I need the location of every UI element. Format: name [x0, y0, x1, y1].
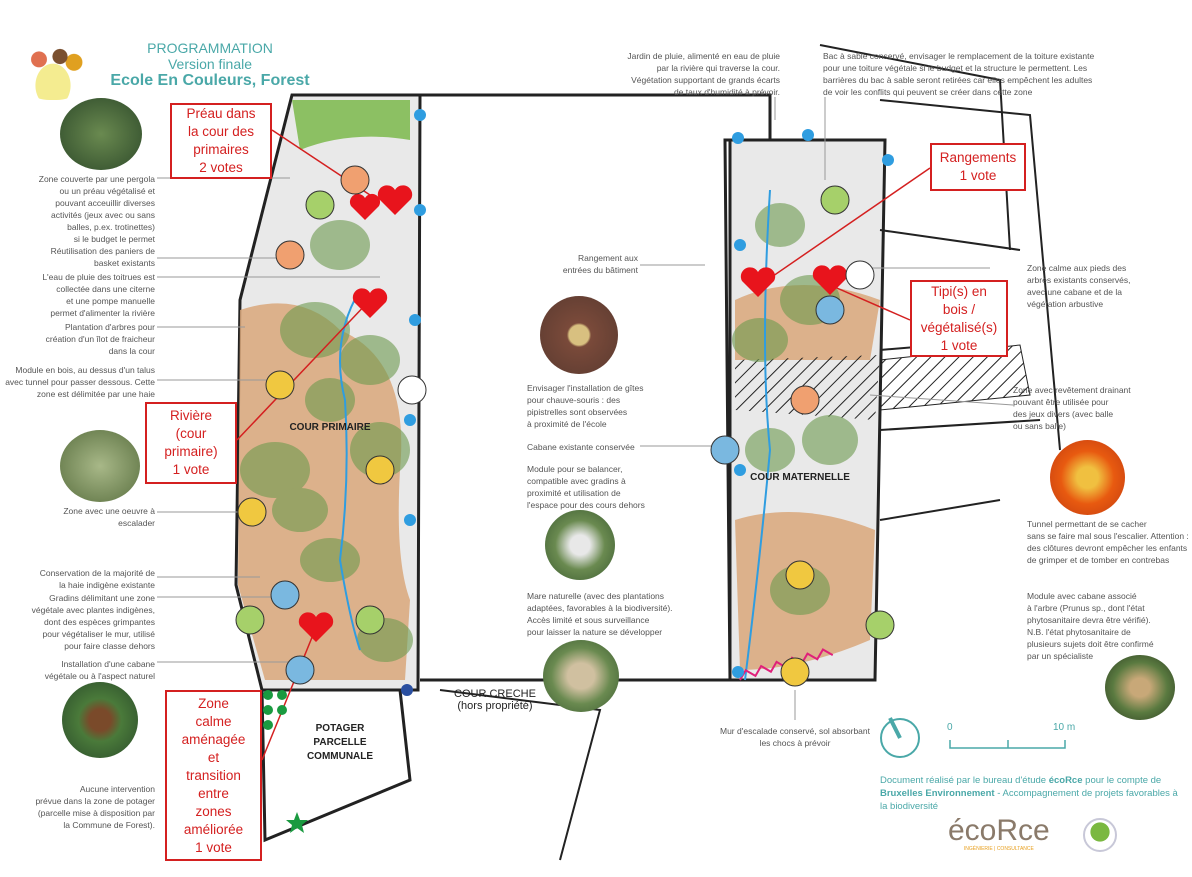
credits-bruxelles: Bruxelles Environnement — [880, 788, 995, 799]
note-wood-module: Module en bois, au dessus d'un talus ave… — [5, 365, 155, 399]
note-gradins: Gradins délimitant une zone végétale ave… — [31, 593, 155, 651]
bruxelles-environnement-logo — [1083, 818, 1117, 852]
note-calm-zone: Zone calme aux pieds des arbres existant… — [1027, 263, 1131, 309]
vote-line: Rangements — [939, 150, 1017, 165]
scale-end: 10 m — [1053, 722, 1076, 733]
note-climbing-art: Zone avec une oeuvre à escalader — [63, 506, 155, 528]
ecorce-logo-sub: INGÉNIERIE | CONSULTANCE — [963, 846, 1034, 852]
title-version: Version finale — [167, 56, 253, 72]
vote-line: entre — [198, 785, 229, 801]
vote-line: Tipi(s) en — [931, 283, 987, 299]
note-storage: Rangement aux entrées du bâtiment — [562, 253, 638, 275]
vote-line: zones — [195, 803, 232, 819]
vote-box-tipi: Tipi(s) en bois / végétalisé(s) 1 vote — [910, 280, 1008, 357]
potager-line1: POTAGER — [315, 723, 365, 734]
creche-sub: (hors propriété) — [457, 700, 533, 712]
vote-count: 1 vote — [959, 168, 997, 183]
blue-points — [401, 109, 894, 696]
vote-line: Rivière — [169, 408, 212, 423]
note-tunnel: Tunnel permettant de se cacher sans se f… — [1027, 519, 1189, 565]
note-green-cabin: Installation d'une cabane végétale ou à … — [44, 659, 155, 681]
program-icons — [235, 165, 895, 687]
credits-part: pour le compte de — [1082, 775, 1162, 786]
vote-box-preau: Préau dans la cour des primaires 2 votes — [170, 103, 272, 179]
label-potager: POTAGER PARCELLE COMMUNALE — [295, 722, 385, 764]
note-drainage: Zone avec revêtement drainant pouvant êt… — [1013, 385, 1131, 431]
note-rainwater: L'eau de pluie des toitrues est collecté… — [42, 272, 155, 318]
label-cour-maternelle: COUR MATERNELLE — [750, 472, 850, 483]
credits-part: - Accompagnement de projets favorables à… — [880, 788, 1178, 812]
note-sandbox: Bac à sable conservé, envisager le rempl… — [823, 51, 1095, 97]
potager-line3: COMMUNALE — [306, 751, 374, 762]
scale-start: 0 — [947, 722, 953, 733]
vote-line: améliorée — [183, 821, 244, 837]
river — [338, 289, 361, 651]
note-basket: Réutilisation des paniers de basket exis… — [50, 246, 155, 268]
note-bat-box: Envisager l'installation de gîtes pour c… — [527, 383, 644, 429]
pergola-photo — [60, 98, 142, 170]
ecorce-logo-text: écoRce — [948, 814, 1050, 847]
vote-count: 1 vote — [195, 839, 232, 855]
north-compass — [880, 718, 920, 758]
star-icon — [286, 812, 308, 833]
note-pond: Mare naturelle (avec des plantations ada… — [527, 591, 673, 637]
credits-part: Document réalisé par le bureau d'étude — [880, 775, 1049, 786]
credits-text: Document réalisé par le bureau d'étude é… — [880, 774, 1180, 813]
note-hedge: Conservation de la majorité de la haie i… — [39, 568, 155, 590]
vote-box-rangements: Rangements 1 vote — [930, 143, 1026, 191]
vote-line: végétalisé(s) — [920, 319, 998, 335]
creche-title: COUR CRECHE — [454, 688, 536, 700]
note-trees: Plantation d'arbres pour création d'un î… — [45, 322, 155, 356]
potager-line2: PARCELLE — [313, 737, 367, 748]
primaire-green — [292, 100, 410, 150]
credits-ecorce: écoRce — [1048, 775, 1083, 786]
vote-count: 2 votes — [199, 160, 243, 175]
note-pergola: Zone couverte par une pergola ou un préa… — [38, 174, 155, 244]
vote-line: transition — [186, 767, 241, 783]
ecorce-logo: écoRce INGÉNIERIE | CONSULTANCE — [948, 814, 1050, 853]
climbing-structure-photo — [60, 430, 140, 502]
tunnel-photo — [1050, 440, 1125, 515]
vote-count: 1 vote — [940, 337, 978, 353]
note-swing: Module pour se balancer, compatible avec… — [527, 464, 645, 510]
title-school: Ecole En Couleurs, Forest — [110, 72, 310, 89]
label-cour-primaire: COUR PRIMAIRE — [289, 422, 371, 433]
label-cour-creche: COUR CRECHE (hors propriété) — [445, 688, 545, 712]
tree-cabin-photo — [1105, 655, 1175, 720]
header-illustration — [18, 42, 88, 100]
bat-box-photo — [540, 296, 618, 374]
vote-line: (cour — [175, 426, 207, 441]
pond-photo — [543, 640, 619, 712]
vote-line: primaire) — [164, 444, 218, 459]
vote-hearts — [298, 185, 848, 642]
note-existing-cabin: Cabane existante conservée — [527, 442, 635, 452]
tree-canopies — [240, 220, 413, 662]
vote-box-riviere: Rivière (cour primaire) 1 vote — [145, 402, 237, 484]
green-cabin-photo — [62, 682, 138, 758]
vote-line: la cour des — [187, 124, 255, 139]
note-climbing-wall: Mur d'escalade conservé, sol absorbant l… — [720, 726, 870, 748]
title-programmation: PROGRAMMATION — [147, 40, 273, 56]
vote-line: aménagée — [181, 731, 246, 747]
vote-line: bois / — [942, 301, 976, 317]
note-potager: Aucune intervention prévue dans la zone … — [35, 784, 155, 830]
vote-line: et — [207, 749, 220, 765]
note-rain-garden: Jardin de pluie, alimenté en eau de plui… — [627, 51, 780, 97]
header-title: PROGRAMMATION Version finale Ecole En Co… — [90, 40, 330, 90]
vote-line: Préau dans — [186, 106, 256, 121]
vote-line: calme — [195, 713, 232, 729]
vote-count: 1 vote — [172, 462, 210, 477]
note-tree-cabin: Module avec cabane associé à l'arbre (Pr… — [1027, 591, 1154, 661]
potager-area — [260, 688, 412, 843]
vote-box-zone-calme: Zone calme aménagée et transition entre zones a… — [165, 690, 262, 861]
vote-line: Zone — [198, 695, 229, 711]
vote-line: primaires — [193, 142, 249, 157]
swing-photo — [545, 510, 615, 580]
